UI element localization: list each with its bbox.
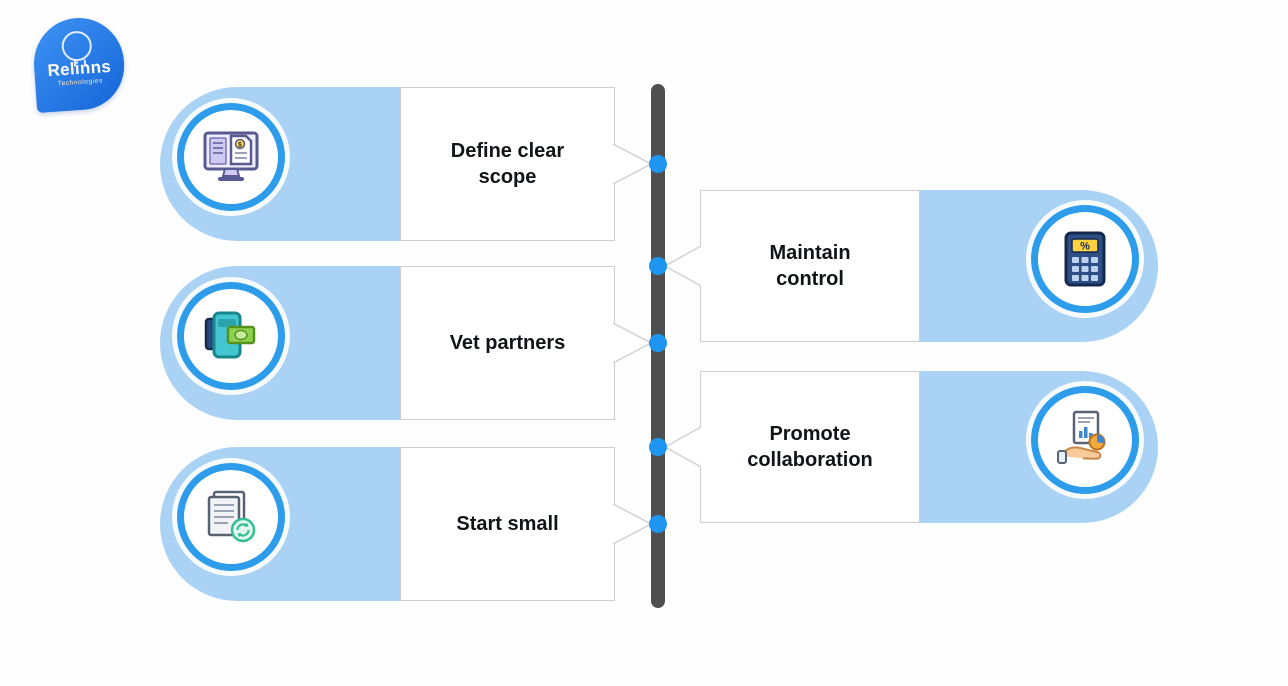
step-label: Vet partners <box>449 332 566 354</box>
calculator-icon: % <box>1064 231 1106 287</box>
step-label: Maintain control <box>769 242 851 290</box>
connector-arrow-icon <box>613 143 653 185</box>
step-icon-circle: $ <box>177 103 285 211</box>
step-icon-circle <box>177 463 285 571</box>
step-label-box: Vet partners <box>400 266 615 420</box>
invoice-monitor-icon: $ <box>203 131 259 181</box>
timeline-node <box>649 515 667 533</box>
step-card-vet-partners: Vet partners <box>160 266 653 420</box>
connector-arrow-icon <box>613 503 653 545</box>
wallet-money-icon <box>204 311 256 359</box>
relinns-logo: Relinns Technologies <box>30 14 128 114</box>
svg-text:%: % <box>1080 241 1090 253</box>
step-label: Start small <box>456 513 559 535</box>
connector-arrow-icon <box>613 322 653 364</box>
step-icon-circle <box>177 282 285 390</box>
svg-text:$: $ <box>238 142 242 149</box>
step-label-box: Start small <box>400 447 615 601</box>
documents-sync-icon <box>207 490 256 543</box>
timeline-node <box>649 438 667 456</box>
step-card-maintain-control: % Maintain control <box>663 190 1158 342</box>
timeline-node <box>649 155 667 173</box>
step-label: Define clear scope <box>450 140 565 188</box>
logo-blob-shape: Relinns Technologies <box>30 14 128 114</box>
connector-arrow-icon <box>663 426 702 468</box>
step-label-box: Maintain control <box>700 190 920 342</box>
timeline-node <box>649 334 667 352</box>
step-icon-circle <box>1031 386 1139 494</box>
connector-arrow-icon <box>663 245 702 287</box>
step-card-define-clear-scope: $ Define clear scope <box>160 87 653 241</box>
step-label-box: Define clear scope <box>400 87 615 241</box>
step-card-start-small: Start small <box>160 447 653 601</box>
step-label: Promote collaboration <box>747 423 873 471</box>
timeline-node <box>649 257 667 275</box>
step-card-promote-collaboration: Promote collaboration <box>663 371 1158 523</box>
hand-report-icon <box>1057 410 1106 464</box>
step-label-box: Promote collaboration <box>700 371 920 523</box>
step-icon-circle: % <box>1031 205 1139 313</box>
